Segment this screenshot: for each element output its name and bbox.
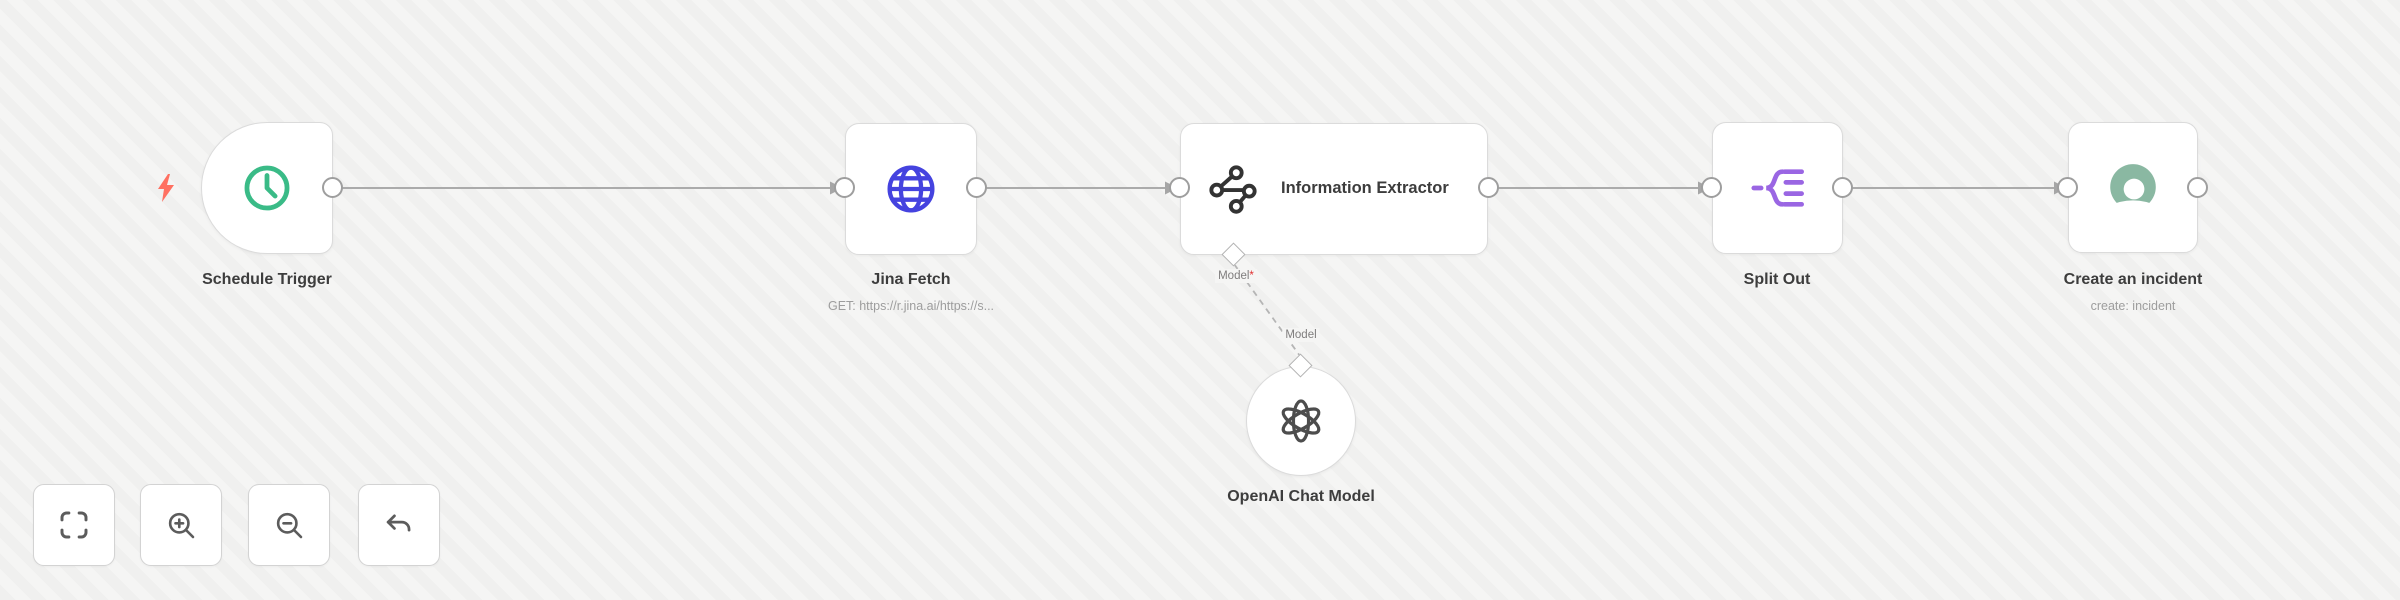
zoom-in-icon [168, 512, 195, 539]
graph-nodes-icon [1209, 165, 1257, 214]
connection-splitout-to-incident[interactable] [1843, 181, 2067, 195]
trigger-bolt-icon [158, 174, 174, 202]
node-label-create-incident: Create an incident [2063, 271, 2203, 288]
connection-schedule-to-jina[interactable] [333, 181, 843, 195]
zoom-in-button[interactable] [140, 484, 222, 566]
node-label-jina-fetch: Jina Fetch [871, 271, 951, 288]
node-label-schedule-trigger: Schedule Trigger [202, 271, 332, 288]
model-subport-label: Model* [1215, 269, 1257, 283]
globe-icon [887, 165, 935, 213]
fit-view-icon [60, 511, 88, 539]
input-port-split-out[interactable] [1701, 177, 1722, 198]
clock-icon [244, 165, 290, 211]
zoom-out-icon [276, 512, 303, 539]
connection-extractor-to-splitout[interactable] [1489, 181, 1711, 195]
node-split-out[interactable] [1712, 122, 1843, 254]
node-schedule-trigger[interactable] [201, 122, 333, 254]
fit-view-button[interactable] [33, 484, 115, 566]
node-subtitle-create-incident: create: incident [2090, 299, 2176, 313]
undo-icon [386, 514, 411, 532]
node-title-information-extractor: Information Extractor [1281, 179, 1449, 198]
node-subtitle-jina-fetch: GET: https://r.jina.ai/https://s... [827, 299, 995, 313]
node-create-incident[interactable] [2068, 122, 2198, 253]
input-port-create-incident[interactable] [2057, 177, 2078, 198]
input-port-jina-fetch[interactable] [834, 177, 855, 198]
node-information-extractor[interactable]: Information Extractor [1180, 123, 1488, 255]
openai-icon [1281, 399, 1321, 443]
zoom-out-button[interactable] [248, 484, 330, 566]
output-port-jina-fetch[interactable] [966, 177, 987, 198]
node-label-openai-chat-model: OpenAI Chat Model [1227, 488, 1375, 505]
split-list-icon [1750, 169, 1804, 207]
output-port-schedule-trigger[interactable] [322, 177, 343, 198]
incident-ring-icon [2107, 163, 2159, 217]
node-jina-fetch[interactable] [845, 123, 977, 255]
input-port-information-extractor[interactable] [1169, 177, 1190, 198]
output-port-split-out[interactable] [1832, 177, 1853, 198]
connection-extractor-to-openai-model[interactable] [1233, 263, 1301, 357]
connection-jina-to-extractor[interactable] [977, 181, 1178, 195]
model-output-label: Model [1282, 328, 1320, 342]
undo-button[interactable] [358, 484, 440, 566]
node-openai-chat-model[interactable] [1246, 366, 1356, 476]
output-port-information-extractor[interactable] [1478, 177, 1499, 198]
node-label-split-out: Split Out [1743, 271, 1811, 288]
output-port-create-incident[interactable] [2187, 177, 2208, 198]
